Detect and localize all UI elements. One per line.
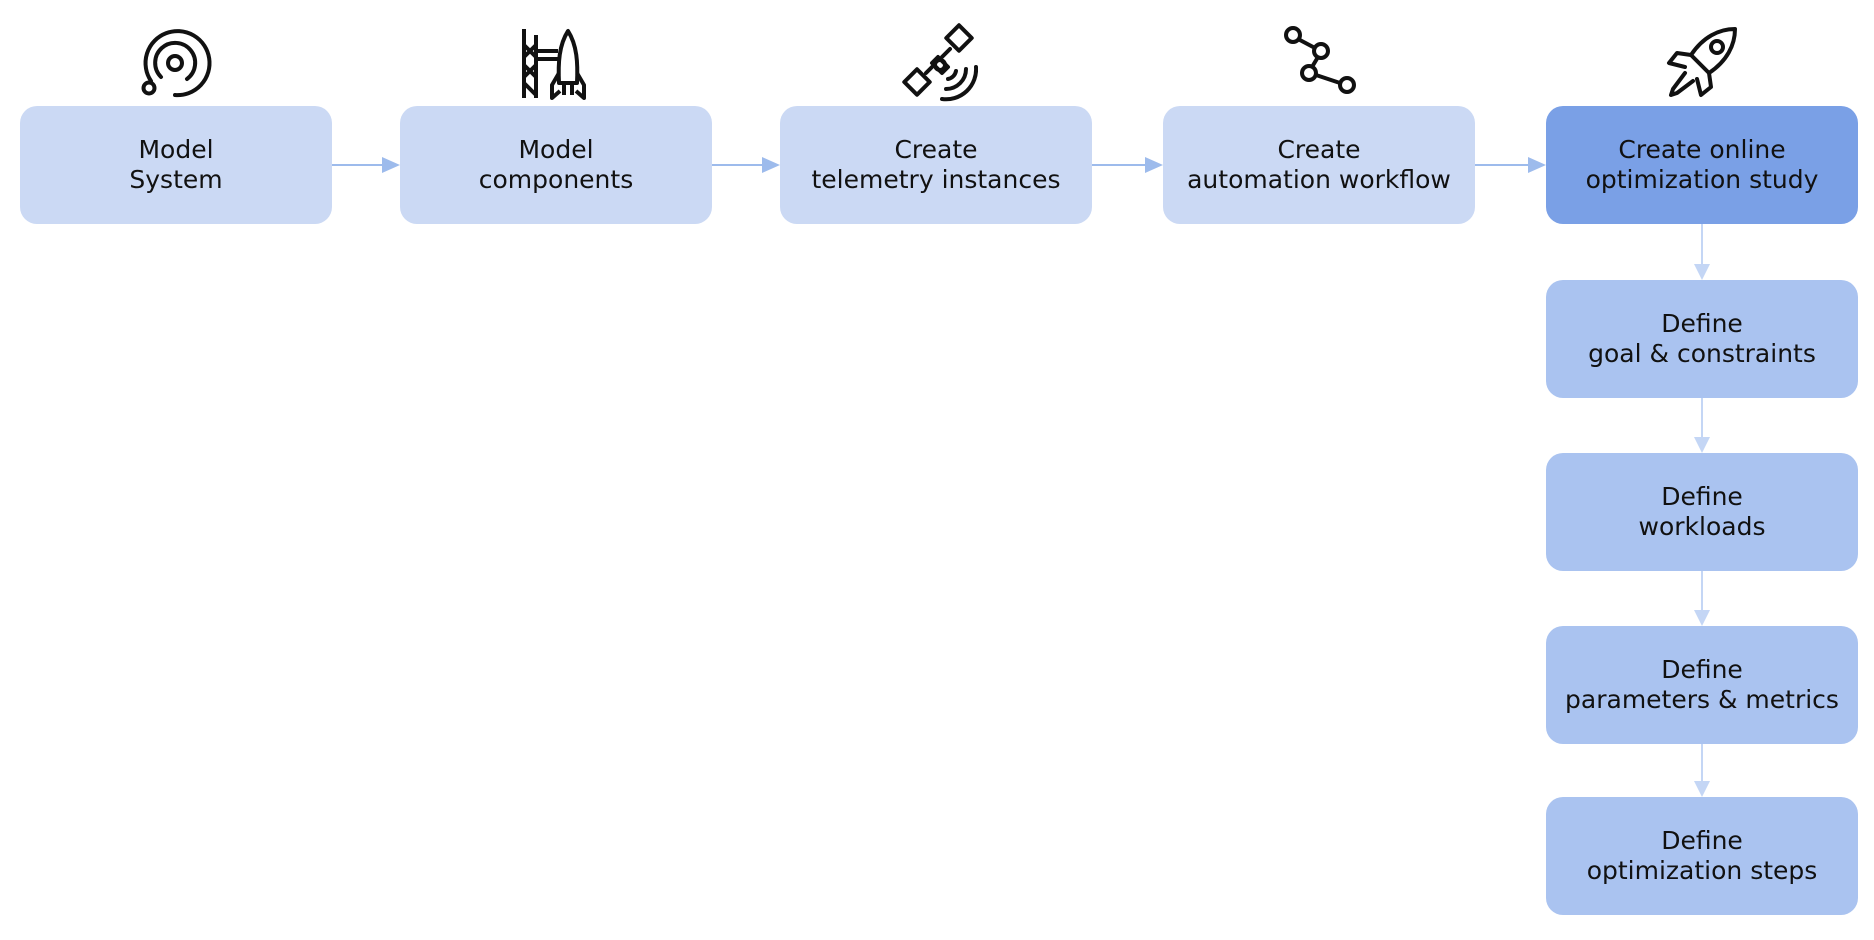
satellite-icon [898,23,978,103]
arrow-substep-3-to-4 [1694,743,1710,797]
step-title: Create online [1618,135,1786,164]
step-subtitle: System [129,165,223,194]
substep-subtitle: parameters & metrics [1565,685,1839,714]
arrow-substep-1-to-2 [1694,397,1710,453]
step-title: Create [1277,135,1361,164]
step-subtitle: components [478,165,634,194]
arrow-step-3-to-4 [1092,157,1163,173]
orbit-icon [135,23,215,103]
step-subtitle: optimization study [1585,165,1819,194]
substep-define-workloads[interactable]: Define workloads [1546,453,1858,571]
substep-subtitle: workloads [1638,512,1766,541]
substep-define-goal-constraints[interactable]: Define goal & constraints [1546,280,1858,398]
step-model-components[interactable]: Model components [400,106,712,224]
arrow-step-5-to-substep-1 [1694,224,1710,280]
step-title: Model [518,135,594,164]
step-model-system[interactable]: Model System [20,106,332,224]
workflow-nodes-icon [1281,23,1361,103]
substep-title: Define [1661,655,1743,684]
substep-subtitle: optimization steps [1586,856,1818,885]
arrow-step-2-to-3 [712,157,780,173]
launch-tower-rocket-icon [516,23,596,103]
step-title: Model [138,135,214,164]
substep-title: Define [1661,482,1743,511]
step-create-automation-workflow[interactable]: Create automation workflow [1163,106,1475,224]
substep-define-optimization-steps[interactable]: Define optimization steps [1546,797,1858,915]
substep-subtitle: goal & constraints [1588,339,1816,368]
substep-title: Define [1661,826,1743,855]
step-title: Create [894,135,978,164]
arrow-substep-2-to-3 [1694,570,1710,626]
step-create-telemetry-instances[interactable]: Create telemetry instances [780,106,1092,224]
arrow-step-1-to-2 [332,157,400,173]
rocket-icon [1663,23,1743,103]
substep-define-parameters-metrics[interactable]: Define parameters & metrics [1546,626,1858,744]
step-subtitle: telemetry instances [811,165,1061,194]
step-create-online-optimization-study[interactable]: Create online optimization study [1546,106,1858,224]
substep-title: Define [1661,309,1743,338]
arrow-step-4-to-5 [1475,157,1546,173]
step-subtitle: automation workflow [1187,165,1451,194]
